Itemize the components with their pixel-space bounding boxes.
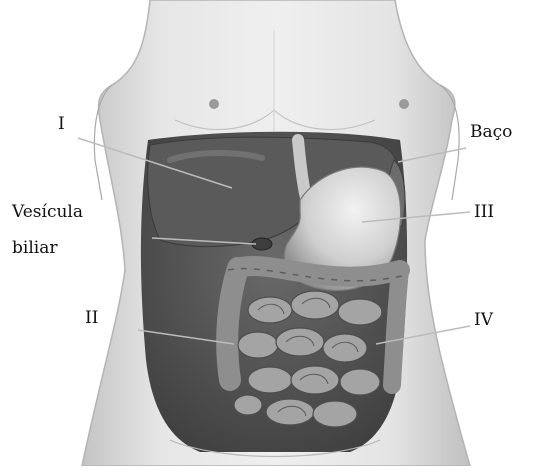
label-organ-1: I (58, 116, 65, 133)
label-gallbladder-line2: biliar (12, 240, 57, 257)
label-spleen: Baço (470, 124, 512, 141)
esophagus (298, 140, 306, 198)
label-organ-3: III (474, 204, 494, 221)
label-organ-2: II (85, 310, 98, 327)
descending-colon (392, 270, 400, 385)
label-organ-4: IV (474, 312, 493, 329)
ascending-colon (227, 268, 238, 380)
transverse-colon (238, 266, 400, 277)
right-nipple (399, 99, 409, 109)
label-gallbladder-line1: Vesícula (12, 204, 83, 221)
left-nipple (209, 99, 219, 109)
